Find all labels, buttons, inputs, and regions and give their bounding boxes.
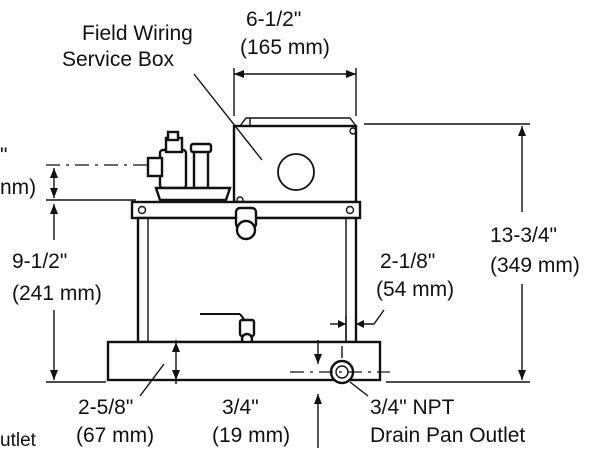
cut-outlet-fragment: utlet — [0, 430, 37, 451]
left-mm-fragment: nm) — [0, 176, 36, 199]
width-mm-label: (165 mm) — [240, 36, 330, 59]
offset-mm-label: (54 mm) — [376, 278, 454, 301]
offset-inch-label: 2-1/8" — [380, 250, 435, 273]
small-mm-label: (19 mm) — [212, 424, 290, 447]
pan-inch-label: 2-5/8" — [78, 396, 133, 419]
height-b-inch-label: 13-3/4" — [490, 224, 557, 247]
pan-mm-label: (67 mm) — [76, 424, 154, 447]
labels: Field Wiring Service Box 6-1/2" (165 mm)… — [0, 8, 580, 451]
height-a-mm-label: (241 mm) — [12, 282, 102, 305]
top-fittings — [146, 130, 232, 202]
drain-pan-outlet-label: Drain Pan Outlet — [370, 424, 525, 447]
field-wiring-label-1: Field Wiring — [82, 22, 193, 45]
left-inch-fragment: " — [0, 144, 7, 167]
dimension-lines — [46, 68, 530, 448]
height-b-mm-label: (349 mm) — [490, 254, 580, 277]
field-wiring-label-2: Service Box — [62, 48, 175, 71]
small-inch-label: 3/4" — [222, 396, 259, 419]
height-a-inch-label: 9-1/2" — [12, 250, 67, 273]
npt-label: 3/4" NPT — [370, 396, 455, 419]
drain-pan — [106, 340, 382, 385]
service-box — [232, 117, 358, 204]
width-inch-label: 6-1/2" — [246, 8, 301, 31]
